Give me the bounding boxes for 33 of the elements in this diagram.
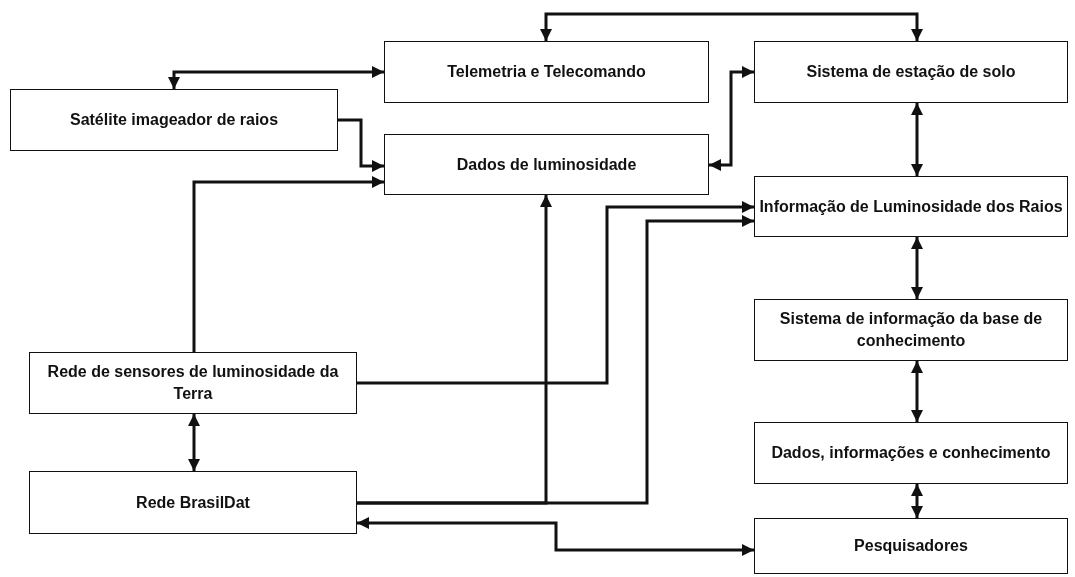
process-box <box>384 41 709 103</box>
box-label: Informação de Luminosidade dos Raios <box>759 196 1063 217</box>
process-box <box>10 89 338 151</box>
box-label: Telemetria e Telecomando <box>447 62 646 83</box>
box-label: Sistema de informação da base de conhecimento <box>778 309 1044 351</box>
box-label: Rede de sensores de luminosidade da Terra <box>46 362 340 404</box>
process-box <box>754 299 1068 361</box>
arrow <box>911 237 923 299</box>
box-label: Sistema de estação de solo <box>806 62 1016 83</box>
arrow <box>911 361 923 422</box>
process-box <box>384 134 709 195</box>
arrow <box>192 176 384 352</box>
arrow <box>357 517 754 556</box>
process-box <box>754 176 1068 237</box>
arrow <box>911 484 923 518</box>
box-label: Pesquisadores <box>854 536 968 557</box>
arrow <box>357 215 754 505</box>
process-box <box>754 41 1068 103</box>
box-label: Rede BrasilDat <box>136 492 250 513</box>
process-box <box>29 352 357 414</box>
process-box <box>29 471 357 534</box>
box-label: Satélite imageador de raios <box>69 110 279 131</box>
box-label: Dados, informações e conhecimento <box>771 443 1051 464</box>
arrow <box>540 12 923 41</box>
arrow <box>911 103 923 176</box>
process-box <box>754 518 1068 574</box>
arrow <box>709 66 754 171</box>
box-label: Dados de luminosidade <box>456 154 637 175</box>
process-box <box>754 422 1068 484</box>
arrow <box>338 118 384 172</box>
arrow <box>357 201 754 385</box>
arrow <box>188 414 200 471</box>
arrow <box>168 66 384 89</box>
